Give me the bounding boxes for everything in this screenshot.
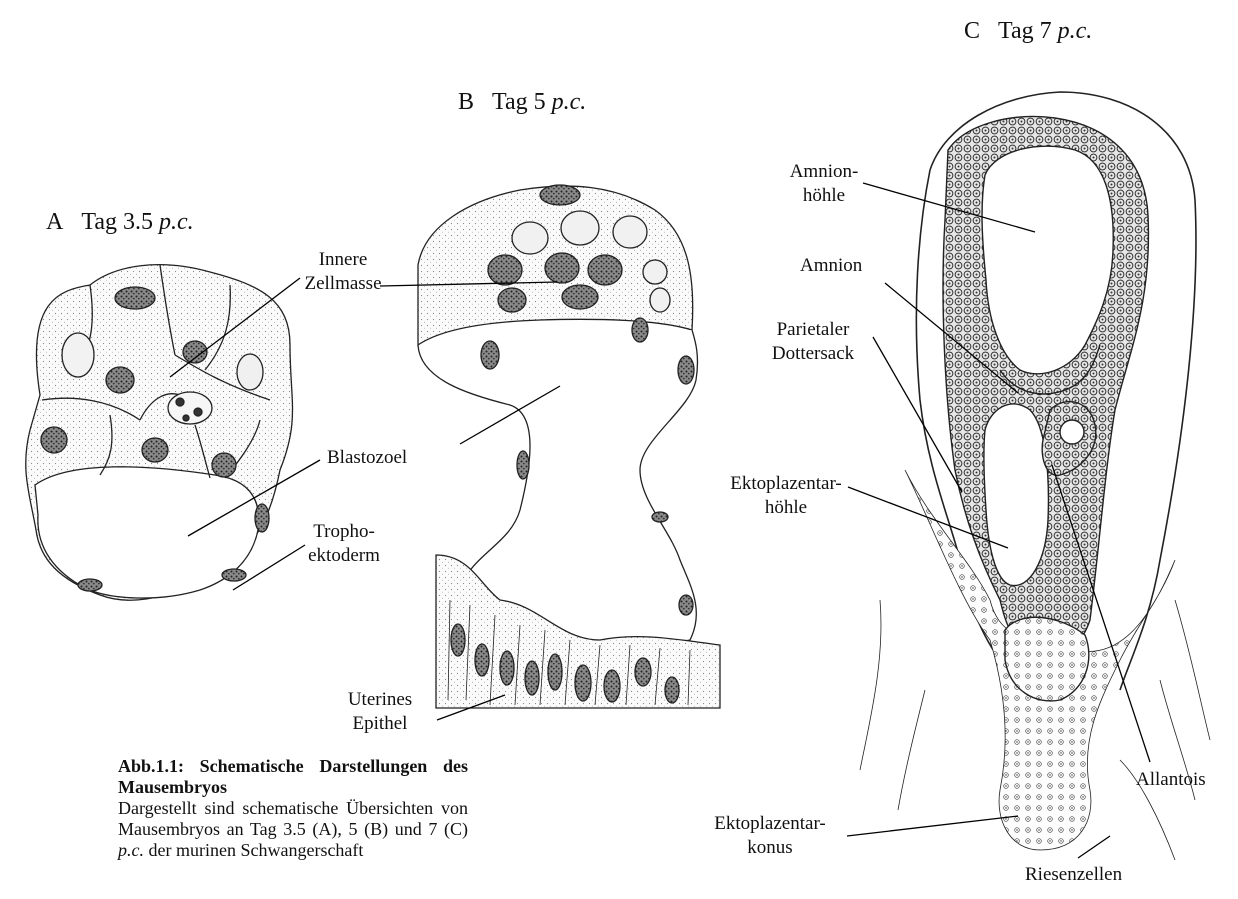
caption-body-part1: Dargestellt sind schematische Übersichte… (118, 798, 468, 839)
caption-body-part2: der murinen Schwangerschaft (149, 840, 364, 860)
label-trophoektoderm: Tropho- ektoderm (296, 520, 392, 568)
label-uterines-line1: Uterines (330, 688, 430, 712)
label-ektoplazentar-line1: Ektoplazentar- (716, 472, 856, 496)
panel-a-letter: A (46, 209, 63, 235)
figure-caption: Abb.1.1: Schematische Darstellungen des … (118, 756, 468, 861)
panel-c-letter: C (964, 18, 980, 44)
panel-b-title: B Tag 5 p.c. (458, 88, 586, 116)
label-allantois: Allantois (1136, 768, 1206, 792)
label-parietaler-dottersack: Parietaler Dottersack (758, 318, 868, 366)
label-tropho-line1: Tropho- (296, 520, 392, 544)
label-blastozoel: Blastozoel (327, 446, 407, 470)
label-amnionhoehle: Amnion- höhle (776, 160, 872, 208)
leader-ektoplazentarkonus (847, 816, 1018, 836)
label-ektohoehle-line2: höhle (716, 496, 856, 520)
panel-b-day: Tag 5 (492, 89, 546, 115)
label-epithel-line2: Epithel (330, 712, 430, 736)
embryo-b-drawing (418, 185, 720, 708)
label-uterines-epithel: Uterines Epithel (330, 688, 430, 736)
panel-a-title: A Tag 3.5 p.c. (46, 208, 194, 236)
label-innere-zellmasse: Innere Zellmasse (298, 248, 388, 296)
label-riesenzellen: Riesenzellen (1025, 863, 1122, 887)
panel-c-day: Tag 7 (998, 18, 1052, 44)
label-ektoplazentarkonus: Ektoplazentar- konus (700, 812, 840, 860)
label-amnion-line1: Amnion- (776, 160, 872, 184)
panel-a-day: Tag 3.5 (81, 209, 153, 235)
label-konus-line1: Ektoplazentar- (700, 812, 840, 836)
label-konus-line2: konus (700, 836, 840, 860)
panel-c-suffix: p.c. (1058, 18, 1093, 44)
label-parietaler-line1: Parietaler (758, 318, 868, 342)
panel-b-suffix: p.c. (552, 89, 587, 115)
label-hoehle-line2: höhle (776, 184, 872, 208)
label-dottersack-line2: Dottersack (758, 342, 868, 366)
caption-body-italic: p.c. (118, 840, 144, 860)
label-ektoplazentarhoehle: Ektoplazentar- höhle (716, 472, 856, 520)
label-amnion: Amnion (800, 254, 862, 278)
label-ektoderm-line2: ektoderm (296, 544, 392, 568)
panel-c-title: C Tag 7 p.c. (964, 17, 1092, 45)
embryo-c-drawing (860, 92, 1210, 860)
label-zellmasse-line2: Zellmasse (298, 272, 388, 296)
panel-a-suffix: p.c. (159, 209, 194, 235)
label-innere-line1: Innere (298, 248, 388, 272)
panel-b-letter: B (458, 89, 474, 115)
leader-riesenzellen (1078, 836, 1110, 858)
caption-title: Abb.1.1: Schematische Darstellungen des … (118, 756, 468, 798)
caption-body: Dargestellt sind schematische Übersichte… (118, 798, 468, 861)
